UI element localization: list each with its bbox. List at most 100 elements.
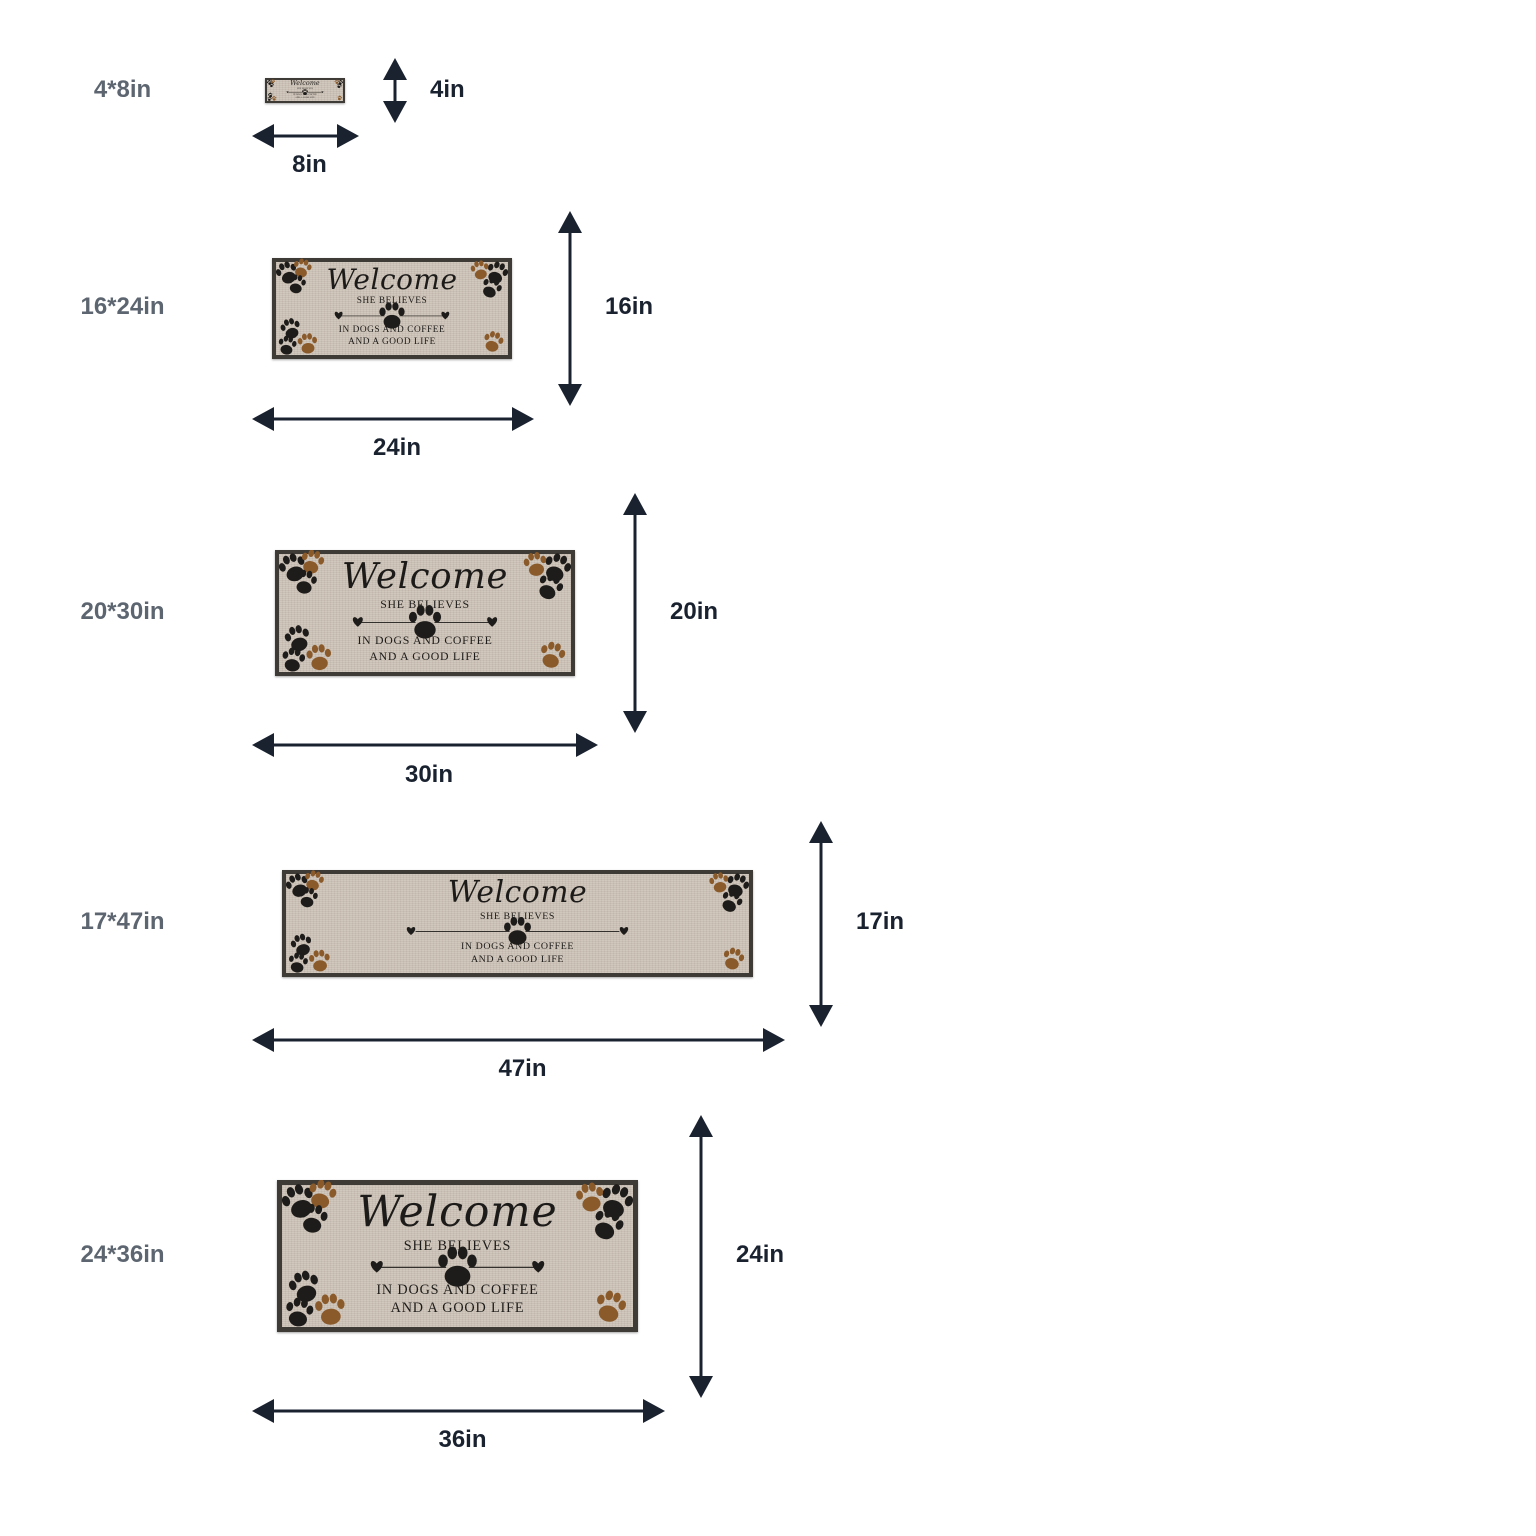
size-label: 17*47in [80, 908, 165, 935]
paw-print-icon [337, 83, 342, 89]
mat-title: Welcome [357, 1186, 558, 1237]
width-arrow [252, 733, 598, 757]
paw-print-icon [309, 1180, 337, 1209]
paw-print-icon [722, 890, 743, 912]
paw-print-icon [290, 933, 312, 956]
paw-print-icon [709, 872, 729, 893]
size-label: 16*24in [80, 293, 165, 320]
size-label: 24*36in [80, 1241, 165, 1268]
paw-print-icon [271, 79, 276, 84]
paw-print-icon [267, 96, 272, 101]
paw-print-icon [305, 870, 324, 891]
height-arrow [809, 821, 833, 1027]
paw-print-icon [315, 1293, 345, 1325]
width-dimension-label: 30in [404, 761, 454, 788]
heart-icon [406, 927, 416, 936]
height-arrow [623, 493, 647, 733]
width-dimension-label: 8in [292, 151, 327, 178]
mat-title: Welcome [447, 874, 588, 910]
paw-print-icon [271, 96, 277, 101]
paw-print-icon [379, 302, 405, 329]
width-dimension-label: 47in [498, 1055, 547, 1082]
paw-print-icon [281, 1184, 313, 1218]
paw-print-icon [282, 647, 306, 672]
height-dimension-label: 4in [430, 76, 465, 103]
heart-icon [619, 927, 629, 936]
mat-line-2: IN DOGS AND COFFEE [460, 941, 575, 953]
paw-print-icon [484, 331, 504, 352]
height-dimension-label: 24in [736, 1241, 785, 1268]
paw-print-icon [595, 1208, 624, 1240]
paw-print-icon [268, 92, 273, 98]
mat-line-3: AND A GOOD LIFE [348, 337, 436, 348]
paw-print-icon [294, 569, 317, 594]
paw-print-icon [539, 573, 564, 600]
mat-title: Welcome [341, 555, 509, 597]
width-arrow [252, 407, 534, 431]
paw-print-icon [284, 625, 309, 652]
heart-icon [286, 91, 289, 93]
paw-print-icon [278, 553, 305, 582]
paw-print-icon [301, 550, 325, 574]
paw-print-icon [297, 333, 317, 354]
heart-icon [321, 91, 324, 93]
paw-print-icon [278, 335, 297, 355]
paw-print-icon [275, 261, 297, 284]
paw-print-icon [470, 260, 489, 280]
width-dimension-label: 36in [438, 1426, 487, 1453]
mat-title: Welcome [326, 262, 458, 296]
mat-line-3: AND A GOOD LIFE [470, 954, 565, 966]
width-dimension-label: 24in [372, 434, 422, 461]
paw-print-icon [504, 916, 531, 945]
mat-line-1: SHE BELIEVES [380, 596, 470, 611]
paw-print-icon [286, 1297, 314, 1327]
size-label: 4*8in [93, 76, 152, 103]
width-arrow [252, 1399, 665, 1423]
paw-print-icon [269, 82, 274, 88]
paw-print-icon [266, 79, 272, 85]
mat-line-1: SHE BELIEVES [480, 910, 555, 922]
height-arrow [383, 58, 407, 123]
paw-print-icon [309, 949, 330, 972]
heart-icon [441, 311, 450, 320]
height-dimension-label: 20in [670, 598, 719, 625]
paw-print-icon [288, 1270, 318, 1302]
height-arrow [689, 1115, 713, 1398]
paw-print-icon [723, 947, 745, 970]
paw-print-icon [576, 1182, 604, 1212]
heart-icon [487, 617, 498, 627]
mat-line-1: SHE BELIEVES [297, 87, 313, 90]
paw-print-icon [302, 89, 308, 96]
mat-title: Welcome [290, 79, 320, 87]
heart-icon [370, 1261, 383, 1273]
mat-line-2: IN DOGS AND COFFEE [338, 325, 446, 336]
mat-line-1: SHE BELIEVES [403, 1237, 512, 1254]
mat-line-3: AND A GOOD LIFE [390, 1300, 525, 1317]
mat-line-2: IN DOGS AND COFFEE [357, 633, 493, 648]
paw-print-icon [280, 318, 300, 339]
paw-print-icon [337, 95, 342, 101]
paw-print-icon [408, 605, 442, 639]
width-arrow [252, 1028, 785, 1052]
heart-icon [532, 1261, 545, 1273]
paw-print-icon [483, 277, 502, 298]
paw-print-icon [298, 887, 318, 908]
mat-line-1: SHE BELIEVES [356, 296, 428, 307]
width-arrow [252, 124, 359, 148]
height-dimension-label: 16in [605, 293, 654, 320]
heart-icon [334, 311, 343, 320]
paw-print-icon [334, 79, 339, 84]
mat-line-2: IN DOGS AND COFFEE [376, 1281, 539, 1298]
paw-print-icon [438, 1246, 477, 1287]
paw-print-icon [289, 952, 308, 973]
height-arrow [558, 211, 582, 406]
paw-print-icon [306, 644, 332, 671]
paw-print-icon [294, 258, 312, 278]
heart-icon [352, 617, 363, 627]
